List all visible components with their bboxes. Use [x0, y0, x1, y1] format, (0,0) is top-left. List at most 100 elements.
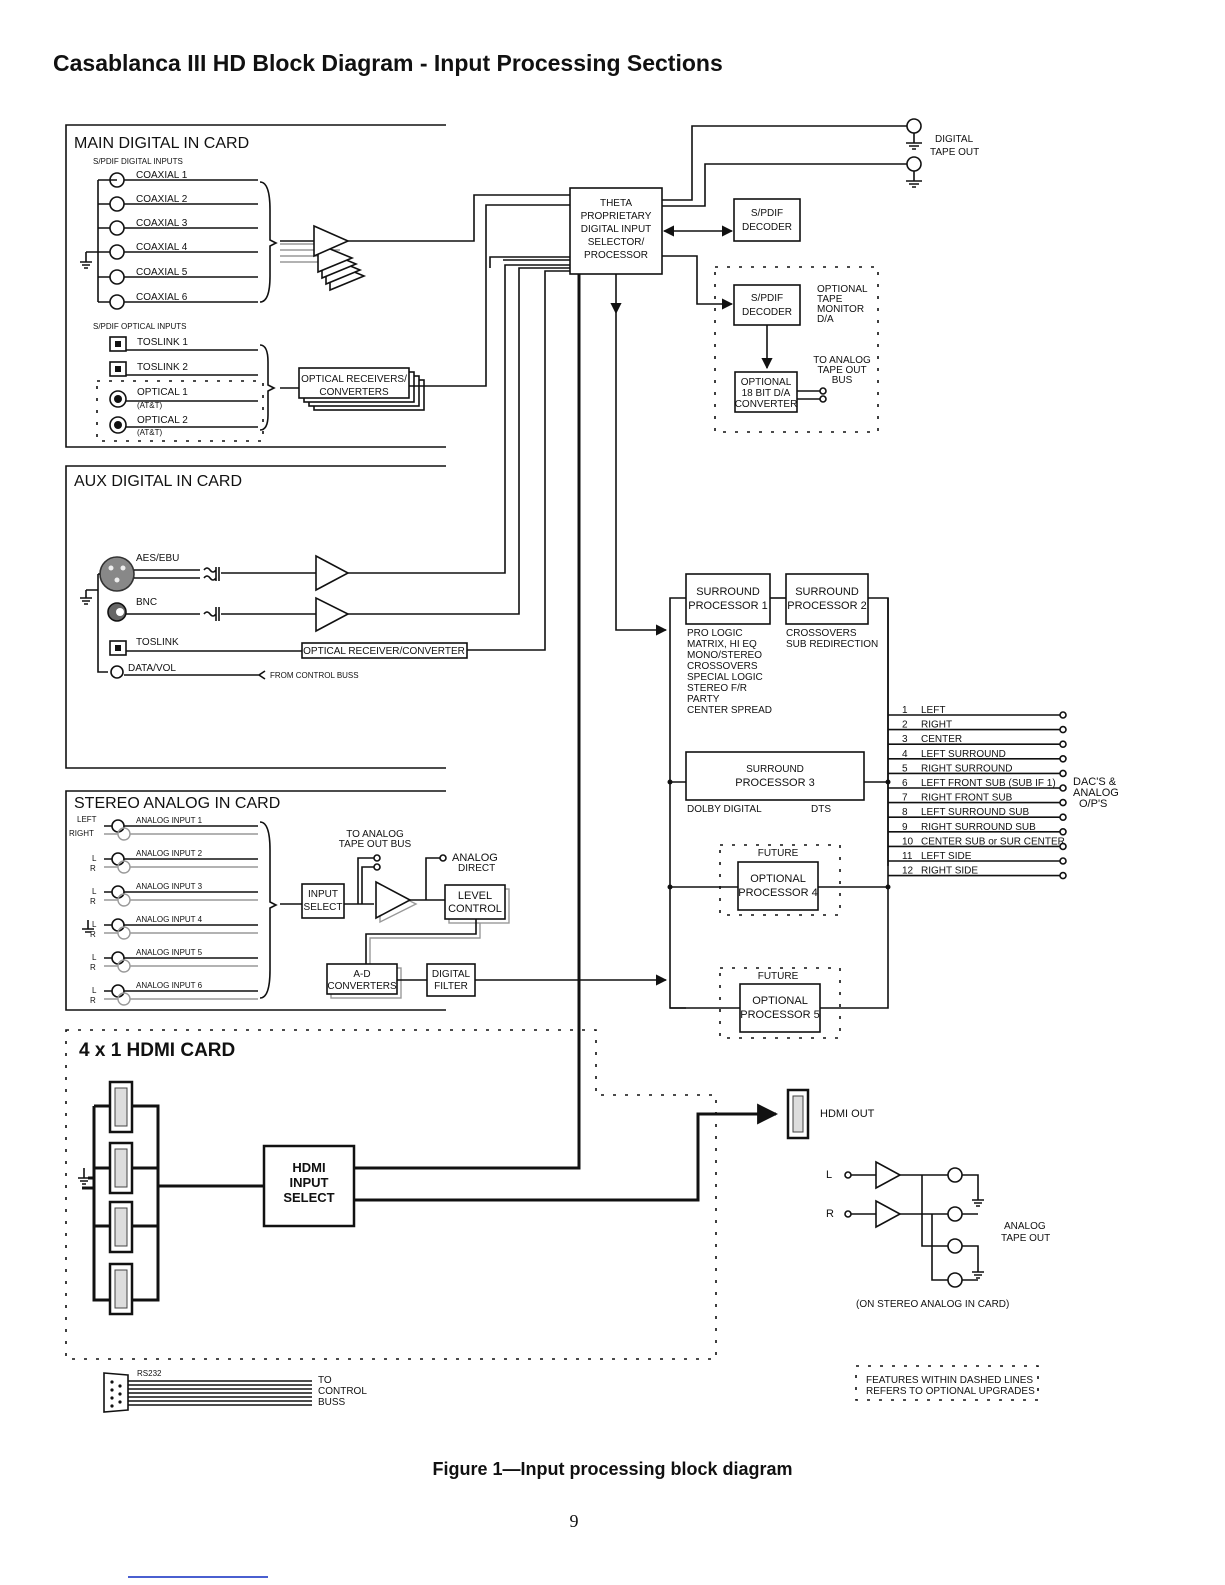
- svg-text:STEREO F/R: STEREO F/R: [687, 683, 747, 694]
- svg-text:L: L: [92, 986, 97, 995]
- svg-text:TAPE OUT: TAPE OUT: [1001, 1233, 1050, 1244]
- hdmi-input-connectors: [108, 1080, 134, 1316]
- analog-tape-out: L R ANALOG TAPE OUT (ON STEREO ANALOG IN…: [826, 1160, 1050, 1310]
- dacs-label: DAC'S & ANALOG O/P'S: [1073, 776, 1119, 810]
- svg-text:TO ANALOG: TO ANALOG: [346, 829, 404, 840]
- svg-text:ANALOG INPUT 3: ANALOG INPUT 3: [136, 882, 203, 891]
- svg-text:CONVERTERS: CONVERTERS: [319, 387, 389, 398]
- svg-text:LEFT: LEFT: [77, 815, 97, 824]
- svg-text:(AT&T): (AT&T): [137, 428, 163, 437]
- svg-text:LEFT SURROUND SUB: LEFT SURROUND SUB: [921, 807, 1029, 818]
- svg-text:3: 3: [902, 734, 908, 745]
- svg-text:2: 2: [902, 720, 908, 731]
- input-select-box: [301, 883, 345, 919]
- svg-text:OPTICAL 2: OPTICAL 2: [137, 415, 188, 426]
- optional-features-legend: FEATURES WITHIN DASHED LINES REFERS TO O…: [855, 1365, 1039, 1401]
- svg-text:MATRIX, HI EQ: MATRIX, HI EQ: [687, 639, 757, 650]
- svg-text:(AT&T): (AT&T): [137, 401, 163, 410]
- hdmi-input-select-box: [262, 1144, 356, 1228]
- svg-text:ANALOG INPUT 2: ANALOG INPUT 2: [136, 849, 203, 858]
- svg-text:ANALOG INPUT 6: ANALOG INPUT 6: [136, 981, 203, 990]
- svg-text:TOSLINK 2: TOSLINK 2: [137, 362, 188, 373]
- rs232-connector: RS232 TO CONTROL BUSS: [103, 1369, 367, 1413]
- svg-text:DOLBY DIGITAL: DOLBY DIGITAL: [687, 804, 762, 815]
- svg-text:TO ANALOG: TO ANALOG: [813, 355, 871, 366]
- optional-processor-4-dashed: [719, 844, 841, 916]
- svg-text:12: 12: [902, 866, 914, 877]
- optical-receivers-box: OPTICAL RECEIVERS/ CONVERTERS: [280, 204, 570, 411]
- svg-text:SPECIAL LOGIC: SPECIAL LOGIC: [687, 672, 763, 683]
- svg-text:R: R: [90, 996, 96, 1005]
- svg-text:5: 5: [902, 763, 908, 774]
- svg-text:SURROUND: SURROUND: [795, 586, 859, 598]
- svg-text:HDMI: HDMI: [292, 1160, 325, 1175]
- analog-input: ANALOG INPUT 4LR: [90, 915, 258, 940]
- analog-input: ANALOG INPUT 5LR: [90, 948, 258, 973]
- svg-text:THETA: THETA: [600, 198, 632, 209]
- svg-text:PROCESSOR 3: PROCESSOR 3: [735, 777, 814, 789]
- stereo-analog-card-title: STEREO ANALOG IN CARD: [74, 795, 280, 812]
- svg-text:TAPE OUT BUS: TAPE OUT BUS: [339, 839, 412, 850]
- coaxial-input-6: COAXIAL 6: [98, 292, 258, 310]
- svg-text:9: 9: [902, 822, 908, 833]
- spdif-digital-inputs-label: S/PDIF DIGITAL INPUTS: [93, 157, 183, 166]
- optical-input-1: OPTICAL 1 (AT&T): [109, 387, 258, 410]
- svg-text:(ON STEREO ANALOG IN CARD): (ON STEREO ANALOG IN CARD): [856, 1299, 1009, 1310]
- optional-processor-5: [739, 983, 821, 1033]
- svg-text:LEFT SIDE: LEFT SIDE: [921, 851, 972, 862]
- coaxial-input-5: COAXIAL 5: [98, 267, 258, 285]
- svg-text:PROPRIETARY: PROPRIETARY: [581, 211, 652, 222]
- svg-text:DIGITAL INPUT: DIGITAL INPUT: [581, 224, 652, 235]
- svg-text:BNC: BNC: [136, 597, 157, 608]
- output-channel: 12 RIGHT SIDE: [888, 866, 1067, 880]
- svg-text:DECODER: DECODER: [742, 307, 792, 318]
- svg-text:OPTICAL RECEIVER/CONVERTER: OPTICAL RECEIVER/CONVERTER: [303, 646, 465, 657]
- svg-text:S/PDIF: S/PDIF: [751, 208, 783, 219]
- page-number: 9: [569, 1511, 579, 1531]
- svg-text:L: L: [92, 953, 97, 962]
- svg-text:TOSLINK 1: TOSLINK 1: [137, 337, 188, 348]
- svg-text:CONVERTER: CONVERTER: [735, 399, 798, 410]
- svg-text:CENTER SUB or SUR CENTER: CENTER SUB or SUR CENTER: [921, 836, 1065, 847]
- svg-text:LEFT FRONT SUB (SUB IF 1): LEFT FRONT SUB (SUB IF 1): [921, 778, 1056, 789]
- svg-text:R: R: [90, 930, 96, 939]
- optional-processor-4: [737, 861, 819, 911]
- svg-text:RIGHT SURROUND: RIGHT SURROUND: [921, 763, 1012, 774]
- svg-text:ANALOG INPUT 5: ANALOG INPUT 5: [136, 948, 203, 957]
- svg-text:BUSS: BUSS: [318, 1397, 346, 1408]
- svg-text:DATA/VOL: DATA/VOL: [128, 663, 176, 674]
- svg-text:PROCESSOR: PROCESSOR: [584, 250, 648, 261]
- svg-text:ANALOG INPUT 4: ANALOG INPUT 4: [136, 915, 203, 924]
- svg-text:OPTICAL RECEIVERS/: OPTICAL RECEIVERS/: [301, 374, 407, 385]
- svg-text:4: 4: [902, 749, 908, 760]
- svg-text:INPUT: INPUT: [290, 1175, 329, 1190]
- theta-processor-block: THETA PROPRIETARY DIGITAL INPUT SELECTOR…: [569, 187, 663, 275]
- svg-text:18 BIT D/A: 18 BIT D/A: [742, 388, 791, 399]
- spdif-decoder-block: S/PDIF DECODER: [662, 198, 801, 242]
- svg-text:ANALOG: ANALOG: [452, 852, 498, 864]
- svg-text:OPTIONAL: OPTIONAL: [817, 284, 868, 295]
- svg-text:ANALOG: ANALOG: [1073, 787, 1119, 799]
- svg-text:CROSSOVERS: CROSSOVERS: [786, 628, 857, 639]
- analog-input: ANALOG INPUT 6 LR: [90, 981, 258, 1006]
- coaxial-input-4: COAXIAL 4: [98, 242, 258, 260]
- svg-text:CONTROL: CONTROL: [318, 1386, 367, 1397]
- svg-text:R: R: [826, 1208, 834, 1220]
- svg-text:RIGHT SIDE: RIGHT SIDE: [921, 866, 978, 877]
- footer-link-underline: [128, 1576, 268, 1578]
- svg-text:PARTY: PARTY: [687, 694, 720, 705]
- coaxial-input-1: COAXIAL 1: [98, 170, 258, 188]
- hdmi-to-theta-line: [354, 274, 581, 1170]
- svg-text:TO: TO: [318, 1375, 332, 1386]
- optical-optional-dashed: [96, 380, 264, 442]
- svg-text:S/PDIF: S/PDIF: [751, 293, 783, 304]
- theta-to-surround: [615, 313, 668, 636]
- digital-tape-out: DIGITAL TAPE OUT: [662, 118, 979, 207]
- svg-text:O/P'S: O/P'S: [1079, 798, 1107, 810]
- svg-text:8: 8: [902, 807, 908, 818]
- svg-text:INPUT: INPUT: [308, 889, 338, 900]
